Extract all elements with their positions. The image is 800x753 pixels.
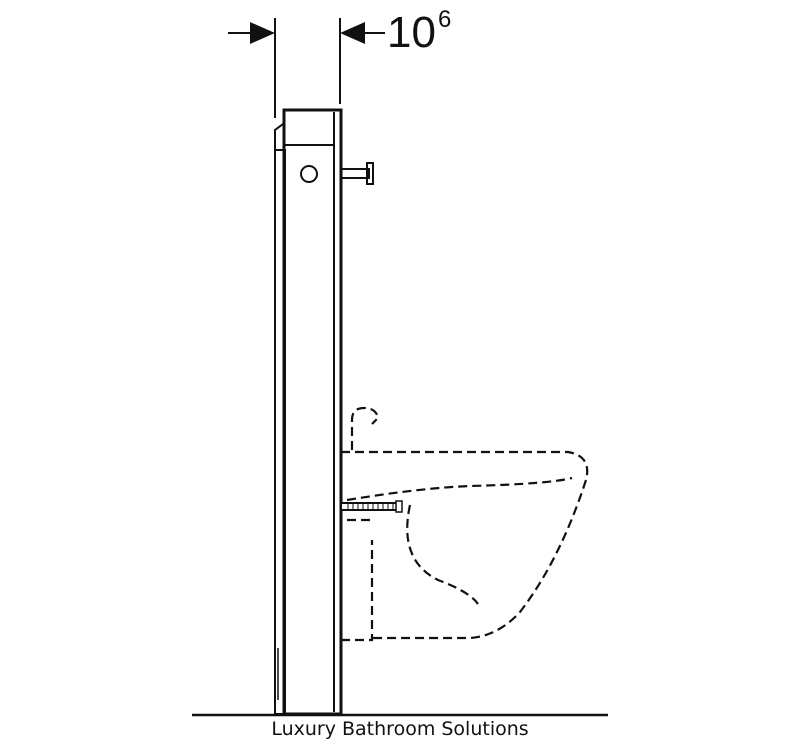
dimension-superscript: 6 <box>438 6 451 33</box>
sanitary-module <box>274 108 374 716</box>
arrowhead-left <box>250 22 275 44</box>
module-top-cap <box>274 123 284 150</box>
toilet-bowl-inner <box>406 504 479 605</box>
flush-pipe <box>350 406 380 450</box>
water-connection <box>340 168 370 179</box>
caption: Luxury Bathroom Solutions <box>271 718 529 740</box>
mounting-bolt <box>340 500 403 513</box>
wall-hung-toilet <box>341 406 589 642</box>
toilet-base <box>341 540 374 642</box>
toilet-seat-line <box>346 476 573 502</box>
flush-button <box>300 165 318 183</box>
dimension-value: 10 <box>387 8 436 57</box>
water-connection-end <box>366 162 374 185</box>
arrowhead-right <box>340 22 365 44</box>
toilet-outer-body <box>372 479 588 640</box>
module-panel <box>282 108 343 716</box>
toilet-rim-top <box>341 450 589 481</box>
